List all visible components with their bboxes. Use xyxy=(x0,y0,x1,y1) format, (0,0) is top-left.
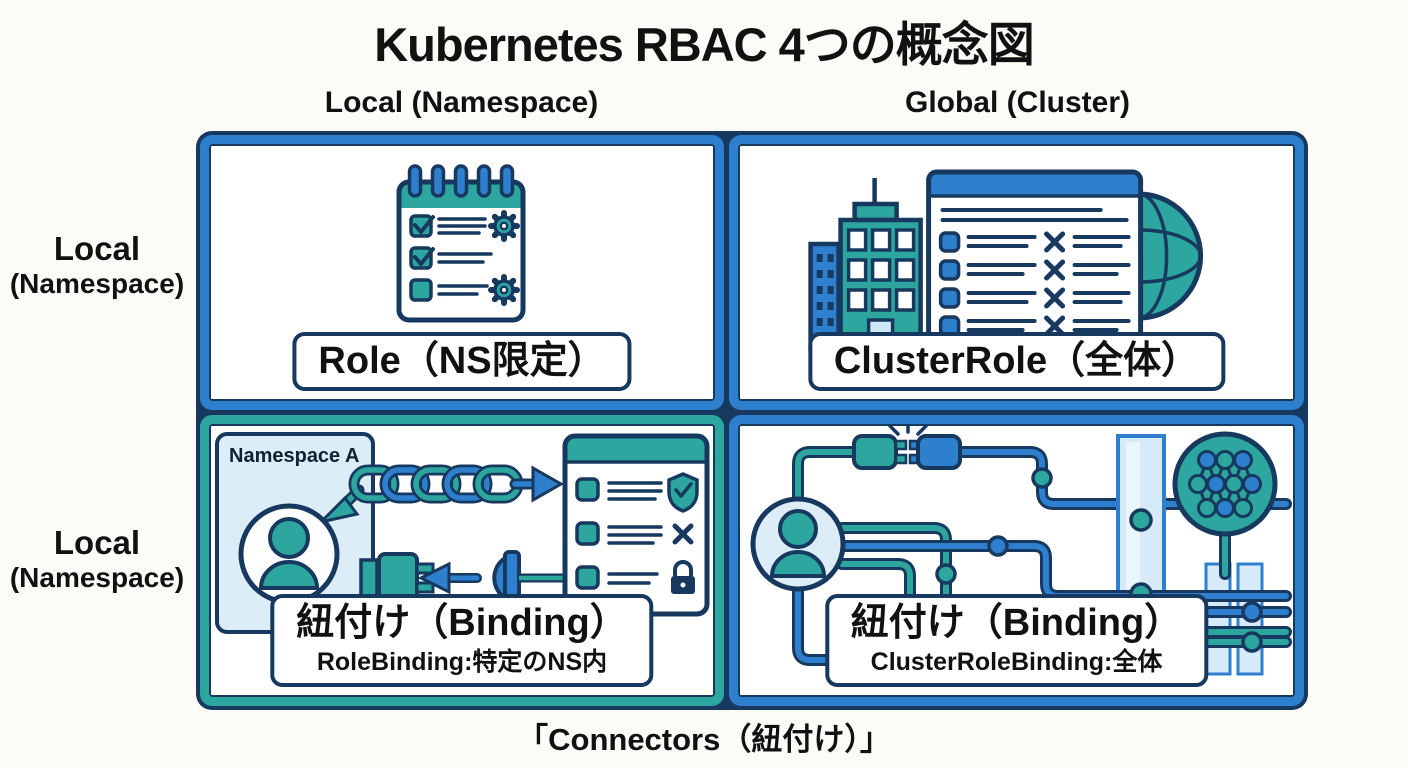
building-document-globe-icon xyxy=(807,169,1203,353)
checklist-with-gears-icon xyxy=(396,164,526,323)
check-icon xyxy=(413,247,435,266)
namespace-tag: Namespace A xyxy=(229,445,359,467)
plug-connection-icon xyxy=(852,424,962,470)
x-mark-icon xyxy=(1043,259,1065,281)
gear-icon xyxy=(488,210,520,242)
cluster-role-label: ClusterRole（全体） xyxy=(833,339,1200,382)
quadrant-role: Role（NS限定） xyxy=(200,135,724,410)
cluster-role-binding-label: 紐付け（Binding） xyxy=(850,601,1183,644)
building-icon xyxy=(807,178,923,351)
cluster-role-binding-sublabel: ClusterRoleBinding:全体 xyxy=(870,648,1163,676)
row-header-top-line2: (Namespace) xyxy=(9,267,185,299)
spiral-rings-icon xyxy=(407,164,515,198)
row-header-top: Local (Namespace) xyxy=(0,230,194,300)
spark-icon xyxy=(888,424,928,436)
quadrant-grid: Role（NS限定） xyxy=(196,131,1308,710)
cluster-permissions-document xyxy=(925,169,1143,353)
role-binding-sublabel: RoleBinding:特定のNS内 xyxy=(316,648,608,676)
page-title: Kubernetes RBAC 4つの概念図 xyxy=(374,18,1035,71)
chain-icon xyxy=(316,464,565,525)
row-header-bottom-line2: (Namespace) xyxy=(9,561,185,593)
x-mark-icon xyxy=(1043,287,1065,309)
user-avatar-icon xyxy=(238,503,340,605)
permissions-panel xyxy=(562,433,710,617)
pipe-nodes xyxy=(899,467,1263,653)
role-binding-label-box: 紐付け（Binding） RoleBinding:特定のNS内 xyxy=(270,593,654,687)
cluster-globe-icon xyxy=(1172,431,1278,537)
cluster-role-label-box: ClusterRole（全体） xyxy=(807,331,1226,391)
role-label-box: Role（NS限定） xyxy=(292,331,632,391)
check-icon xyxy=(413,215,435,234)
cluster-role-binding-label-box: 紐付け（Binding） ClusterRoleBinding:全体 xyxy=(824,593,1209,687)
row-header-bottom-line1: Local xyxy=(53,524,141,561)
lock-icon xyxy=(671,560,695,594)
gear-icon xyxy=(488,274,520,306)
arrow-to-role-icon xyxy=(531,465,565,503)
column-header-local: Local (Namespace) xyxy=(324,86,599,119)
quadrant-role-binding: Namespace A xyxy=(200,415,724,706)
arrow-left-icon xyxy=(417,561,451,595)
role-binding-label: 紐付け（Binding） xyxy=(296,601,628,644)
x-mark-icon xyxy=(672,523,694,545)
quadrant-cluster-role: ClusterRole（全体） xyxy=(729,135,1304,410)
arrow-to-user-icon xyxy=(316,495,360,525)
row-header-top-line1: Local xyxy=(53,230,141,267)
x-mark-icon xyxy=(1043,315,1065,337)
shield-check-icon xyxy=(667,472,699,513)
caption: 「Connectors（紐付け）」 xyxy=(517,722,891,757)
column-header-global: Global (Cluster) xyxy=(904,86,1130,119)
x-mark-icon xyxy=(1043,231,1065,253)
user-avatar-icon xyxy=(750,496,846,592)
row-header-bottom: Local (Namespace) xyxy=(0,524,194,594)
role-label: Role（NS限定） xyxy=(318,339,606,382)
quadrant-cluster-role-binding: 紐付け（Binding） ClusterRoleBinding:全体 xyxy=(729,415,1304,706)
